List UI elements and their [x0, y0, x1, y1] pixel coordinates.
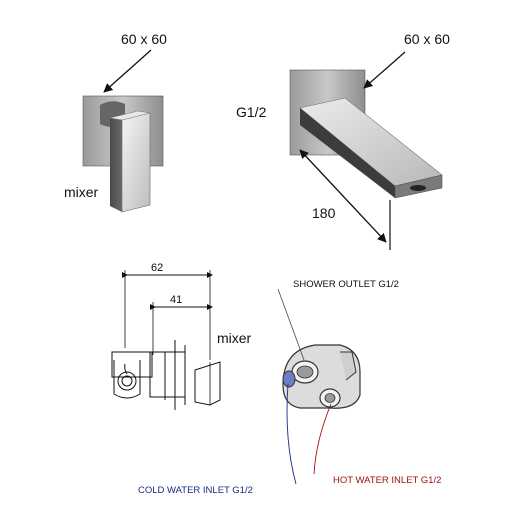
- hot-inlet-label: HOT WATER INLET G1/2: [333, 475, 441, 486]
- mixer-lever-face: [121, 112, 151, 213]
- section-valve-core: [121, 375, 133, 387]
- spout-length-dimension: [299, 149, 387, 243]
- valve-side-lug: [340, 351, 357, 381]
- mixer-section-drawing: [111, 270, 221, 410]
- cold-inlet-label: COLD WATER INLET G1/2: [138, 485, 253, 496]
- section-flange: [149, 351, 186, 398]
- section-spring: [124, 363, 128, 375]
- spout-outlet-hole: [410, 185, 426, 191]
- spout-length-label: 180: [312, 205, 336, 221]
- mixer-plate-arrow: [103, 49, 152, 93]
- valve-body-render: [282, 344, 361, 409]
- shower-outlet-bore: [296, 365, 314, 379]
- spout-plate-arrow: [363, 51, 406, 89]
- cold-inlet-leader: [286, 383, 297, 485]
- section-valve: [113, 360, 141, 399]
- spout-3d-render: [289, 69, 443, 199]
- mixer-lever-top: [109, 110, 151, 121]
- mixer-3d-render: [82, 95, 164, 213]
- mixer-caption: mixer: [64, 184, 99, 200]
- thread-size-label: G1/2: [236, 104, 267, 120]
- hot-inlet-leader: [313, 403, 332, 475]
- dimension-62-label: 62: [151, 262, 163, 274]
- cold-inlet-port: [282, 370, 296, 388]
- section-lever: [194, 361, 221, 406]
- shower-outlet-label: SHOWER OUTLET G1/2: [293, 279, 399, 290]
- mixer-plate-dim: 60 x 60: [121, 31, 167, 47]
- section-valve-ring: [117, 371, 137, 391]
- mixer-lever-side: [110, 118, 122, 212]
- hot-inlet-bore: [324, 393, 336, 403]
- section-mixer-caption: mixer: [217, 330, 252, 346]
- dimension-41-label: 41: [170, 294, 182, 306]
- spout-plate-dim: 60 x 60: [404, 31, 450, 47]
- section-body: [111, 351, 153, 378]
- shower-outlet-leader: [277, 288, 305, 361]
